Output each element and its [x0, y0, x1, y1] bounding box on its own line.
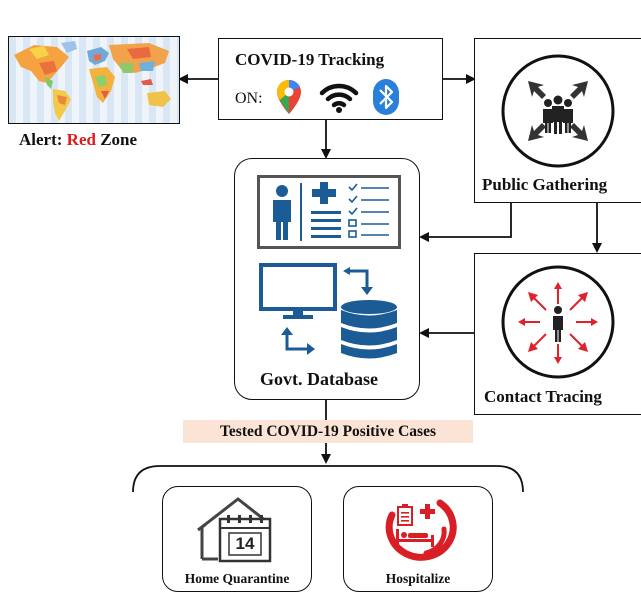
wifi-icon: [319, 83, 359, 113]
calendar-day-number: 14: [235, 534, 255, 553]
world-map-panel: [8, 36, 180, 124]
home-quarantine-box: 14 Home Quarantine: [162, 486, 312, 592]
database-label: Govt. Database: [260, 369, 378, 389]
alert-prefix: Alert:: [19, 130, 67, 149]
arrow-gathering-to-database: [419, 203, 512, 242]
contact-tracing-label: Contact Tracing: [484, 387, 602, 406]
public-gathering-box: Public Gathering: [474, 38, 641, 203]
bluetooth-icon: [373, 79, 399, 115]
tracking-on-label: ON:: [235, 90, 263, 107]
hospitalize-label: Hospitalize: [385, 571, 451, 586]
home-quarantine-label: Home Quarantine: [184, 571, 290, 586]
medical-record-icon: [257, 175, 401, 249]
contact-tracing-icon: [501, 265, 615, 379]
world-map-icon: [9, 37, 179, 123]
sync-arrows-icon: [343, 267, 373, 295]
alert-suffix: Zone: [95, 130, 138, 149]
alert-zone: Red: [66, 130, 96, 149]
home-calendar-icon: [197, 497, 272, 563]
govt-database-box: Govt. Database: [234, 158, 420, 400]
contact-tracing-box: Contact Tracing: [474, 253, 641, 415]
tracking-title: COVID-19 Tracking: [235, 50, 385, 69]
public-gathering-label: Public Gathering: [482, 175, 608, 194]
computer-monitor-icon: [259, 263, 337, 319]
crowd-gathering-icon: [501, 54, 615, 168]
tested-positive-banner: Tested COVID-19 Positive Cases: [183, 420, 473, 443]
hospitalize-box: Hospitalize: [343, 486, 493, 592]
covid-tracking-box: COVID-19 Tracking ON:: [218, 38, 443, 120]
hospital-bed-icon: [385, 499, 457, 561]
database-icon: [341, 300, 397, 359]
outcomes-brace: [132, 465, 524, 493]
sync-arrows-icon-lower: [281, 327, 315, 355]
google-maps-icon: [277, 80, 301, 114]
alert-label: Alert: Red Zone: [19, 130, 137, 150]
